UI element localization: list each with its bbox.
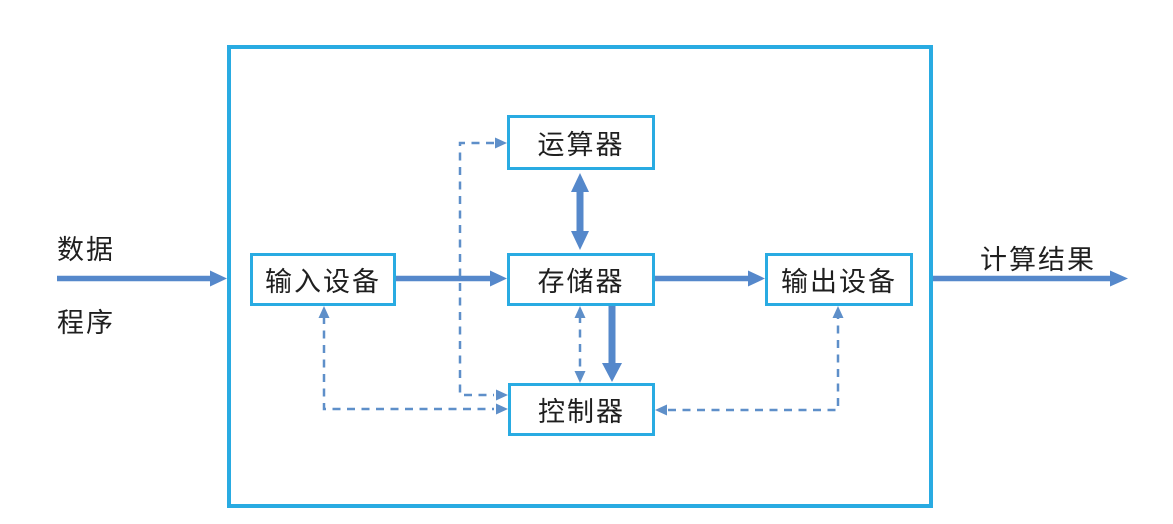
box-output-device-label: 输出设备 [781,267,897,297]
system-boundary-box [227,45,933,508]
dashed-controller-input [318,306,508,415]
box-output-device: 输出设备 [765,253,913,306]
dashed-controller-alu [458,137,508,401]
box-controller-label: 控制器 [538,397,625,427]
box-memory-label: 存储器 [537,267,625,297]
box-controller: 控制器 [508,383,655,436]
label-result: 计算结果 [980,245,1096,275]
arrow-data-to-input [57,270,227,287]
box-alu: 运算器 [507,115,655,170]
box-input-device: 输入设备 [250,253,396,306]
arrow-memory-to-controller [602,306,622,382]
arrow-input-to-memory [396,270,507,287]
arrow-memory-to-output [655,270,765,287]
box-alu-label: 运算器 [537,130,625,160]
arrow-memory-alu-bidirectional [571,173,589,250]
label-data: 数据 [57,235,115,265]
box-input-device-label: 输入设备 [265,267,381,297]
dashed-controller-memory [574,306,586,383]
box-memory: 存储器 [507,253,655,306]
dashed-controller-output [655,306,844,416]
label-program: 程序 [57,308,115,338]
arrow-output-to-result [931,270,1128,287]
